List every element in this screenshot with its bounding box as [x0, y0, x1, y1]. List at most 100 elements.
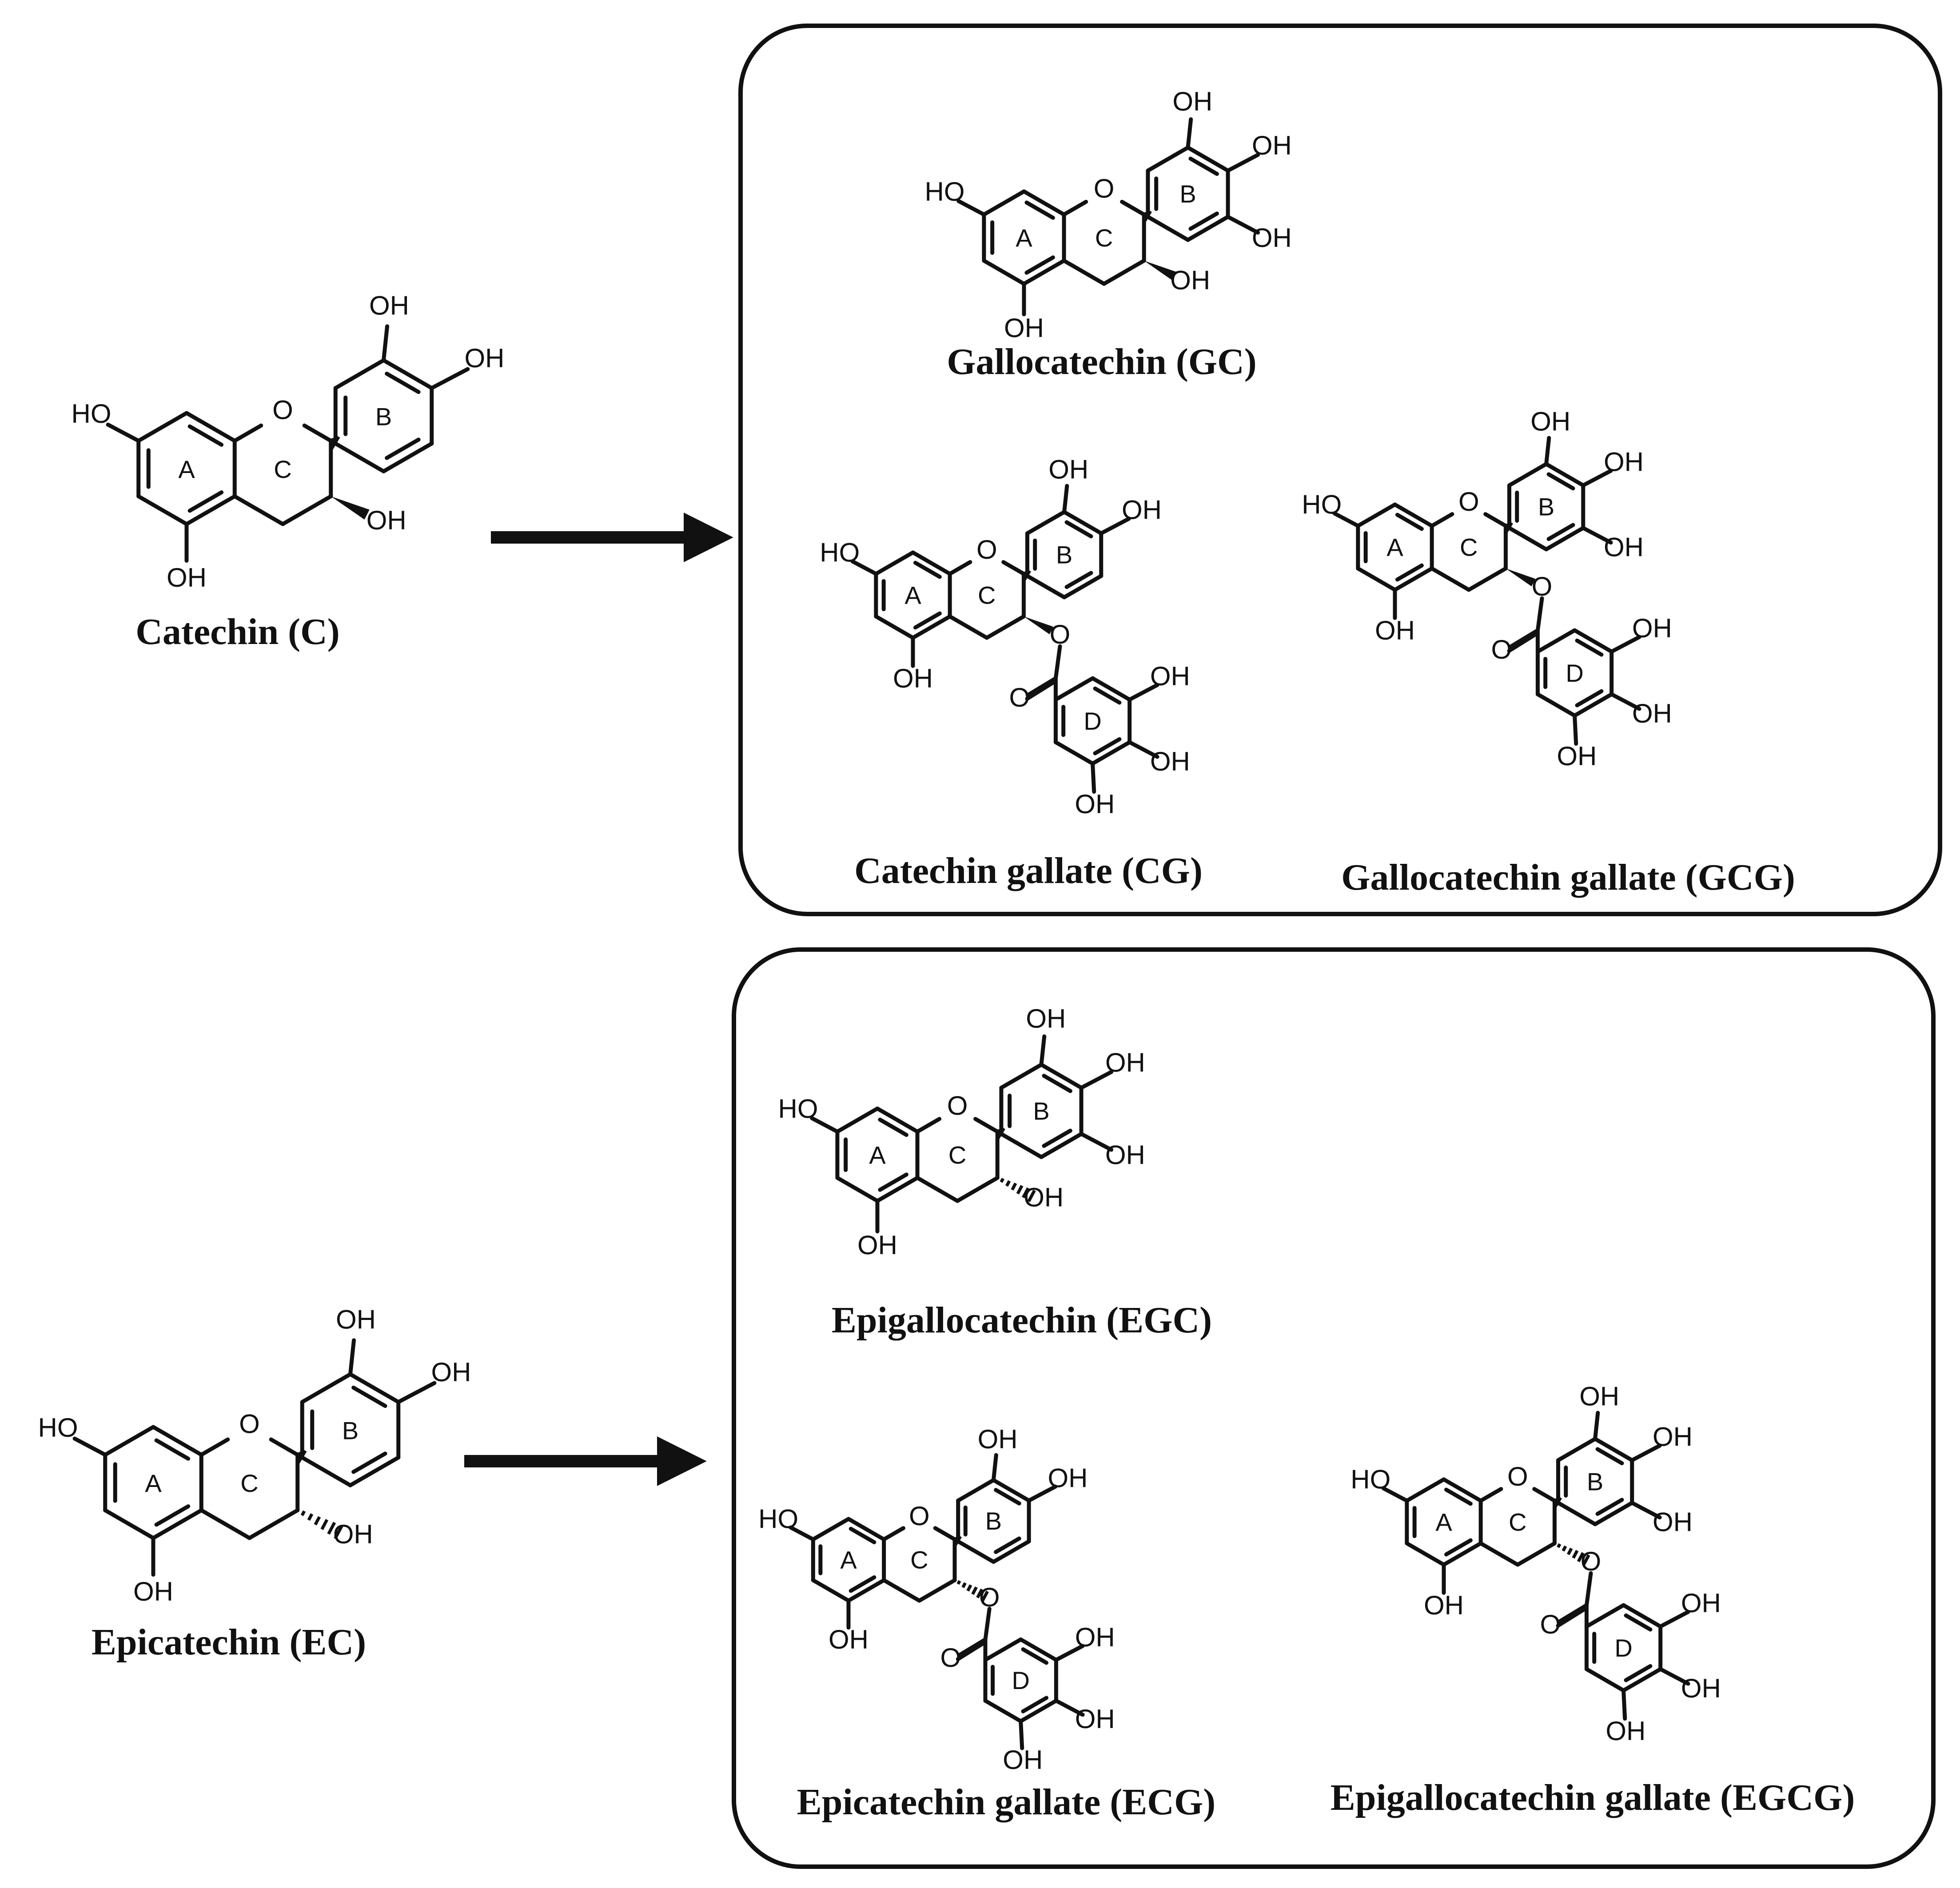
ring-b-bond — [999, 1062, 1044, 1090]
ester-bond — [1053, 644, 1062, 680]
c3-hashed-bond — [1566, 1547, 1573, 1555]
ring-c-bond — [199, 1437, 230, 1457]
ring-a-bond — [1393, 502, 1434, 528]
hydroxyl-4prime — [1079, 1070, 1114, 1090]
double-bond — [1021, 1647, 1049, 1665]
ring-d-bond — [1573, 692, 1614, 718]
double-bond — [849, 1575, 876, 1593]
hydroxyl-5prime-label: OH — [1105, 1140, 1145, 1170]
ring-b-bond — [348, 1455, 401, 1487]
galloyl-hydroxyl-1-label: OH — [1075, 1622, 1115, 1652]
ring-c-bond — [1515, 1541, 1557, 1567]
ring-c-bond — [1430, 566, 1471, 592]
ring-a-bond — [1356, 566, 1397, 592]
hydroxyl-7-label: HO — [71, 399, 111, 429]
c3-hashed-bond — [307, 1513, 314, 1521]
hydroxyl-7 — [789, 1525, 815, 1542]
hydroxyl-4prime — [1099, 517, 1131, 536]
hydroxyl-3prime-label: OH — [369, 290, 409, 320]
caption-epicatechin: Epicatechin (EC) — [92, 1622, 366, 1663]
c3-wedge-bond — [1144, 261, 1176, 280]
ring-a-bond — [136, 411, 189, 443]
ring-a-label: A — [1386, 533, 1403, 561]
ring-c-bond — [1466, 566, 1508, 592]
ring-a-bond — [875, 1106, 920, 1134]
hydroxyl-3prime — [348, 1338, 356, 1376]
ring-d-bond — [1584, 1667, 1626, 1693]
ring-a-bond — [846, 1578, 886, 1603]
c3-hashed-bond — [1582, 1554, 1590, 1566]
hydroxyl-4prime-label: OH — [1252, 131, 1292, 160]
hydroxyl-4prime — [430, 367, 470, 390]
galloyl-hydroxyl-1 — [1127, 683, 1159, 702]
galloyl-hydroxyl-2 — [1127, 740, 1159, 759]
c3-hashed-bond — [981, 1590, 989, 1602]
ring-b-bond — [300, 1372, 353, 1404]
ring-a-label: A — [178, 455, 195, 483]
ring-c-label: C — [910, 1546, 928, 1574]
pyran-oxygen-label: O — [976, 535, 997, 564]
ring-b-bond — [1593, 1437, 1634, 1463]
ring-d-bond — [1535, 692, 1577, 718]
carbonyl-bond — [956, 1642, 985, 1661]
c3-hashed-bond — [1027, 1189, 1036, 1202]
hydroxyl-5-label: OH — [857, 1230, 897, 1260]
carbonyl-bond — [1027, 676, 1058, 697]
ring-b-bond — [1062, 510, 1103, 536]
hydroxyl-4prime — [396, 1381, 437, 1404]
double-bond — [878, 1173, 908, 1192]
ring-b-bond — [991, 1539, 1031, 1564]
ring-c-label: C — [274, 455, 291, 483]
c3-wedge-bond — [331, 496, 370, 520]
galloyl-hydroxyl-1-label: OH — [1632, 613, 1672, 643]
ring-a-bond — [1022, 189, 1066, 217]
ring-c-bond — [917, 1578, 957, 1603]
c3-hashed-bond — [1577, 1552, 1585, 1562]
double-bond — [1444, 1487, 1473, 1506]
ring-b-bond — [382, 441, 434, 473]
ring-a-bond — [835, 1176, 880, 1203]
hydroxyl-5prime-label: OH — [1252, 223, 1292, 253]
hydroxyl-4prime — [1226, 153, 1260, 173]
double-bond — [1444, 1538, 1473, 1557]
ring-b-bond — [956, 1478, 996, 1503]
double-bond — [1064, 520, 1093, 539]
hydroxyl-7-label: HO — [1350, 1465, 1390, 1495]
double-bond — [1546, 472, 1575, 491]
hydroxyl-3prime-label: OH — [1048, 454, 1088, 484]
hydroxyl-3prime — [1062, 484, 1069, 514]
ring-a-bond — [982, 258, 1026, 286]
ring-d-bond — [1091, 740, 1132, 766]
ring-b-bond — [1186, 215, 1230, 242]
hydroxyl-7-label: HO — [758, 1504, 798, 1534]
carbonyl-bond — [1509, 628, 1540, 649]
c3-hashed-bond — [1016, 1184, 1024, 1195]
ring-c-bond — [247, 1508, 300, 1540]
ring-c-bond — [199, 1508, 252, 1540]
double-bond — [1064, 571, 1093, 589]
c3-hashed-bond — [300, 1510, 306, 1516]
ring-c-label: C — [1509, 1508, 1526, 1536]
double-bond — [1021, 1696, 1049, 1713]
ring-a-bond — [874, 550, 915, 576]
hydroxyl-3prime — [991, 1453, 998, 1483]
ring-a-bond — [982, 189, 1026, 217]
galloyl-hydroxyl-3-label: OH — [1605, 1716, 1645, 1746]
ring-d-bond — [1584, 1603, 1626, 1629]
ring-a-bond — [1442, 1541, 1483, 1567]
galloyl-hydroxyl-1 — [1609, 635, 1641, 654]
c3-wedge-bond — [1024, 616, 1054, 635]
ring-a-bond — [811, 1517, 851, 1542]
ring-a-bond — [1405, 1541, 1446, 1567]
c3-hashed-bond — [1005, 1180, 1011, 1187]
hydroxyl-3prime-label: OH — [1172, 87, 1212, 116]
pyran-oxygen-label: O — [909, 1501, 930, 1531]
hydroxyl-7-label: HO — [38, 1413, 78, 1443]
double-bond — [1042, 1129, 1072, 1148]
ring-c-bond — [1478, 1487, 1503, 1503]
hydroxyl-7 — [1332, 511, 1360, 528]
double-bond — [1188, 211, 1219, 231]
ring-a-bond — [103, 1425, 155, 1457]
